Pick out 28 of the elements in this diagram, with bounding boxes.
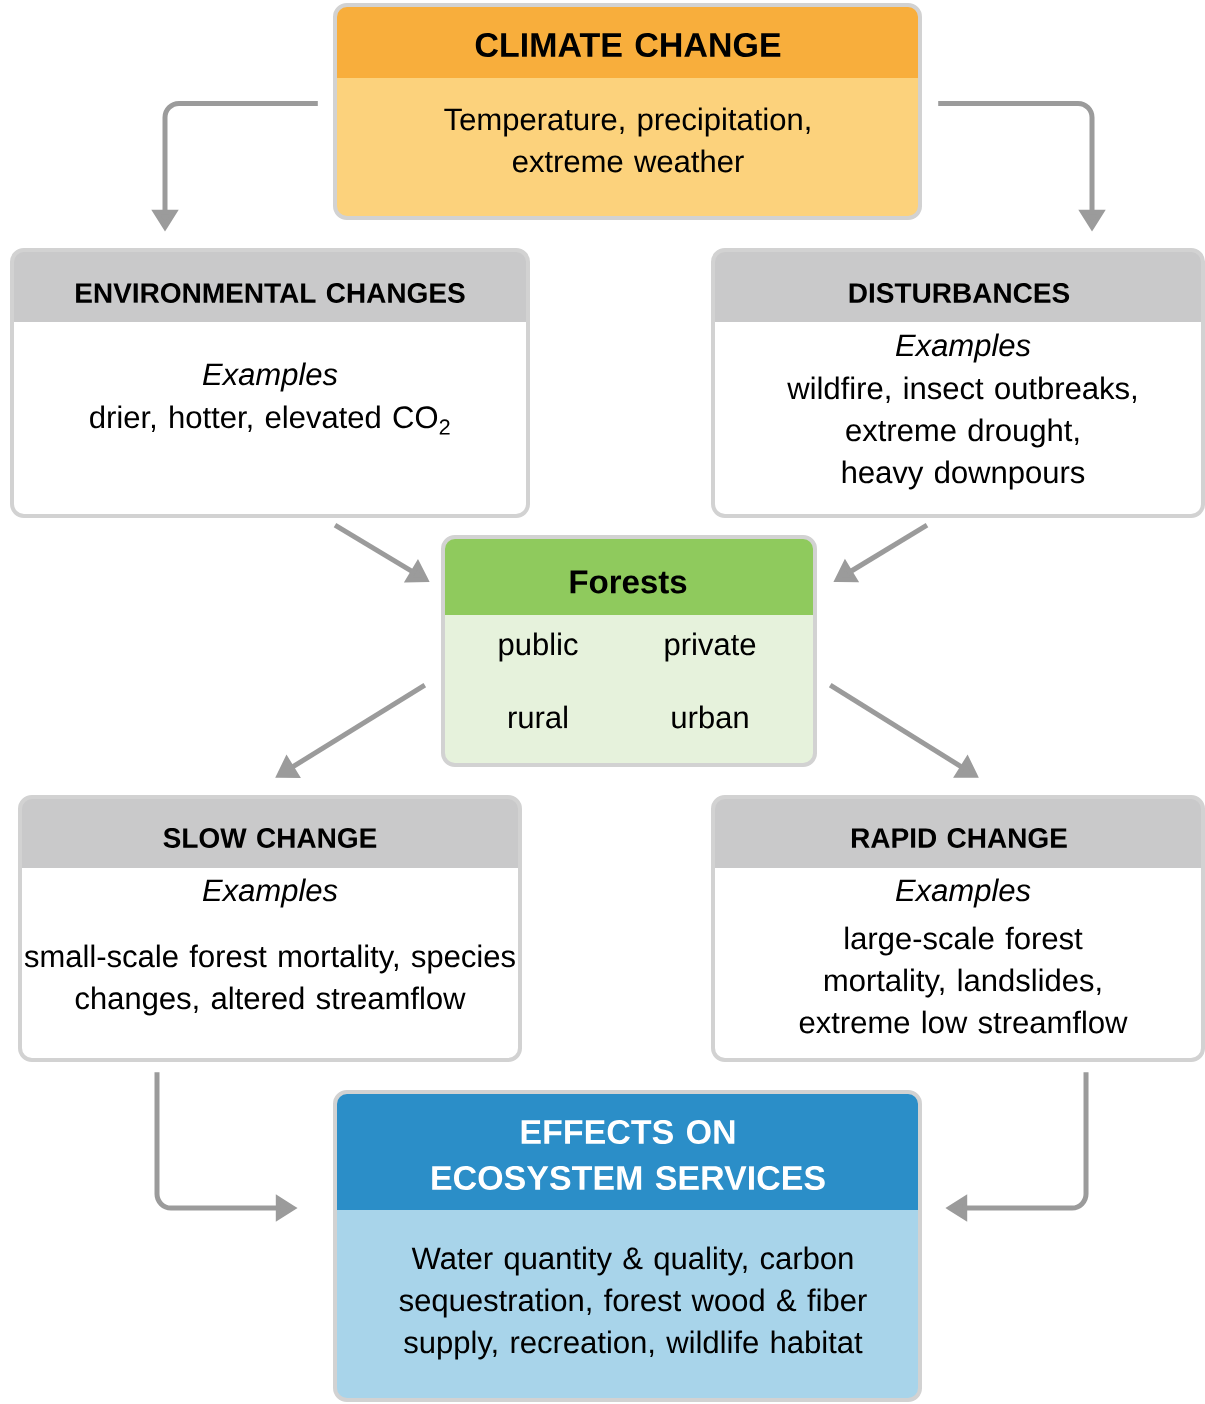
process-box [10,248,530,518]
box-text: Temperature, precipitation, extreme weather [444,107,810,173]
box-text: small-scale forest mortality, species changes, altered streamflow [24,944,515,1016]
process-box [333,1090,922,1402]
box-heading: RAPID CHANGE [852,828,1067,848]
box-text: drier, hotter, elevated CO$_{2}$ [90,405,450,435]
box-heading: EFFECTS ON ECOSYSTEM SERVICES [432,1119,825,1191]
box-text: urban [672,705,748,729]
box-heading: CLIMATE CHANGE [475,32,781,58]
box-subheading: Examples [895,333,1031,363]
box-text: large-scale forest mortality, landslides, extreme low streamflow [799,926,1128,1034]
process-box [711,795,1205,1062]
process-box [711,248,1205,518]
box-text: private [665,632,756,662]
process-box [441,535,817,767]
box-text: Water quantity & quality, carbon sequestration, forest wood & fiber supply, recreation, wildlife habitat [399,1246,867,1360]
box-subheading: Examples [202,362,338,392]
box-subheading: Examples [895,878,1031,908]
box-heading: ENVIRONMENTAL CHANGES [76,283,465,303]
box-heading: SLOW CHANGE [163,828,377,848]
box-text: public [499,632,578,662]
box-heading: DISTURBANCES [849,283,1070,303]
box-heading: Forests [570,570,687,594]
process-box [18,795,522,1062]
box-text: rural [509,705,567,729]
box-subheading: Examples [202,878,338,908]
box-text: wildfire, insect outbreaks, extreme drought, heavy downpours [787,376,1136,490]
process-box [333,3,922,220]
